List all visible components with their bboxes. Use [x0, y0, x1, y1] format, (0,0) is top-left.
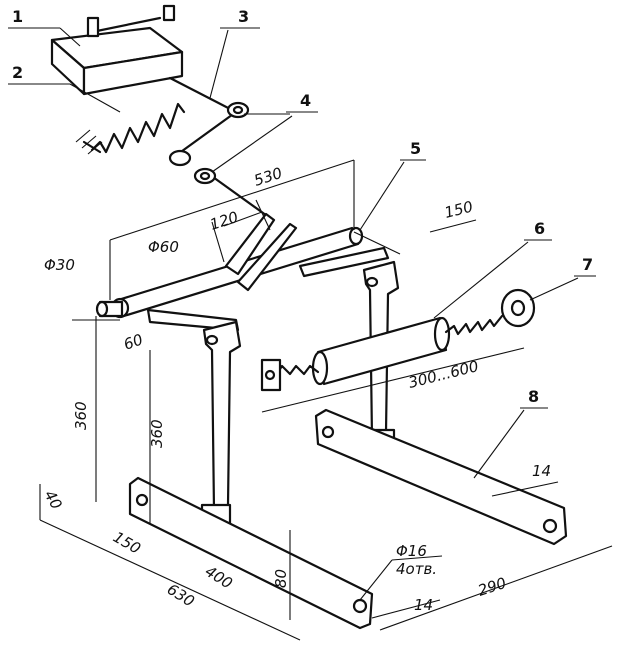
upper-frame [95, 212, 390, 332]
dim-360-left: 360 [72, 401, 90, 430]
dim-120: 120 [208, 208, 241, 234]
dim-360-inner: 360 [148, 419, 166, 448]
cable-and-pulleys [168, 76, 272, 220]
callout-4: 4 [300, 91, 311, 110]
dim-150-base: 150 [110, 528, 144, 558]
callout-leaders [8, 27, 596, 479]
dimension-labels: 530 120 150 Φ60 Φ30 60 360 360 300...600… [41, 164, 552, 614]
callout-1: 1 [12, 7, 23, 26]
counter-box [50, 4, 184, 96]
callout-7: 7 [582, 255, 593, 274]
dim-14-right: 14 [532, 462, 551, 480]
dim-290: 290 [476, 574, 509, 600]
dim-40: 40 [41, 487, 66, 513]
dim-630: 630 [164, 580, 198, 610]
spring [75, 102, 186, 155]
callout-2: 2 [12, 63, 23, 82]
dim-phi30: Φ30 [44, 256, 75, 274]
callout-3: 3 [238, 7, 249, 26]
dim-530: 530 [252, 164, 285, 190]
dim-300-600: 300...600 [407, 357, 481, 392]
cylinder [260, 288, 536, 392]
dim-400: 400 [202, 562, 236, 592]
dim-150-top: 150 [443, 197, 475, 221]
callout-6: 6 [534, 219, 545, 238]
dim-holes: 4отв. [396, 560, 437, 578]
dim-phi16: Φ16 [396, 542, 427, 560]
base-rails [128, 408, 568, 630]
dim-14-bottom: 14 [414, 596, 433, 614]
dim-60: 60 [121, 330, 145, 353]
dimension-lines [39, 159, 613, 641]
callout-numbers: 1 2 3 4 5 6 7 8 [12, 7, 593, 406]
dim-phi60: Φ60 [148, 238, 179, 256]
callout-8: 8 [528, 387, 539, 406]
callout-5: 5 [410, 139, 421, 158]
dim-80: 80 [272, 569, 290, 588]
left-upright [200, 320, 242, 541]
